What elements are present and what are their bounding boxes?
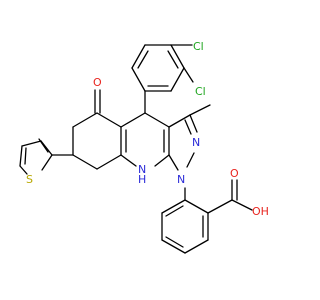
bonds (19, 44, 253, 254)
bond (231, 199, 253, 211)
bond (120, 154, 137, 167)
chlorine-atom: Cl (193, 40, 204, 53)
nitrogen-atom: N (177, 173, 185, 186)
bond (41, 154, 53, 171)
bond (189, 104, 211, 116)
bond (96, 112, 122, 128)
bond (72, 112, 98, 128)
oxygen-atom: O (93, 76, 102, 89)
bond (120, 112, 146, 128)
bond (207, 199, 233, 214)
bond (161, 239, 186, 254)
bond (183, 67, 194, 83)
bond (184, 199, 209, 214)
bond (170, 44, 185, 69)
nitrogen-atom: N (192, 136, 200, 149)
chlorine-atom: Cl (195, 85, 206, 98)
bond (96, 154, 122, 170)
bond (137, 50, 149, 69)
bond (131, 44, 146, 69)
bond (131, 67, 146, 92)
bond (24, 147, 27, 165)
bond (21, 140, 42, 147)
bond (154, 154, 170, 167)
bond (19, 145, 23, 167)
bond (184, 239, 209, 254)
bond (168, 154, 179, 171)
bond (186, 152, 195, 168)
bond (184, 119, 192, 135)
structure-diagram: Cl Cl O N N N H S O OH (19, 40, 269, 254)
molecule-canvas: Cl Cl O N N N H S O OH (19, 40, 269, 254)
bond (165, 205, 184, 217)
bond (161, 199, 186, 214)
oxygen-atom: O (230, 167, 239, 180)
bond (168, 114, 191, 128)
bond (144, 112, 170, 128)
atom-labels: Cl Cl O N N N H S O OH (26, 40, 269, 218)
hydrogen-atom: H (138, 173, 146, 186)
bond (19, 165, 28, 175)
bond (165, 236, 184, 248)
sulfur-atom: S (26, 173, 33, 186)
nitrogen-atom: N (138, 163, 146, 176)
bond (40, 140, 53, 156)
bond (170, 67, 185, 92)
bond (72, 154, 98, 170)
bond (189, 114, 198, 133)
hydroxyl-group: OH (252, 205, 269, 218)
bond (167, 50, 179, 69)
